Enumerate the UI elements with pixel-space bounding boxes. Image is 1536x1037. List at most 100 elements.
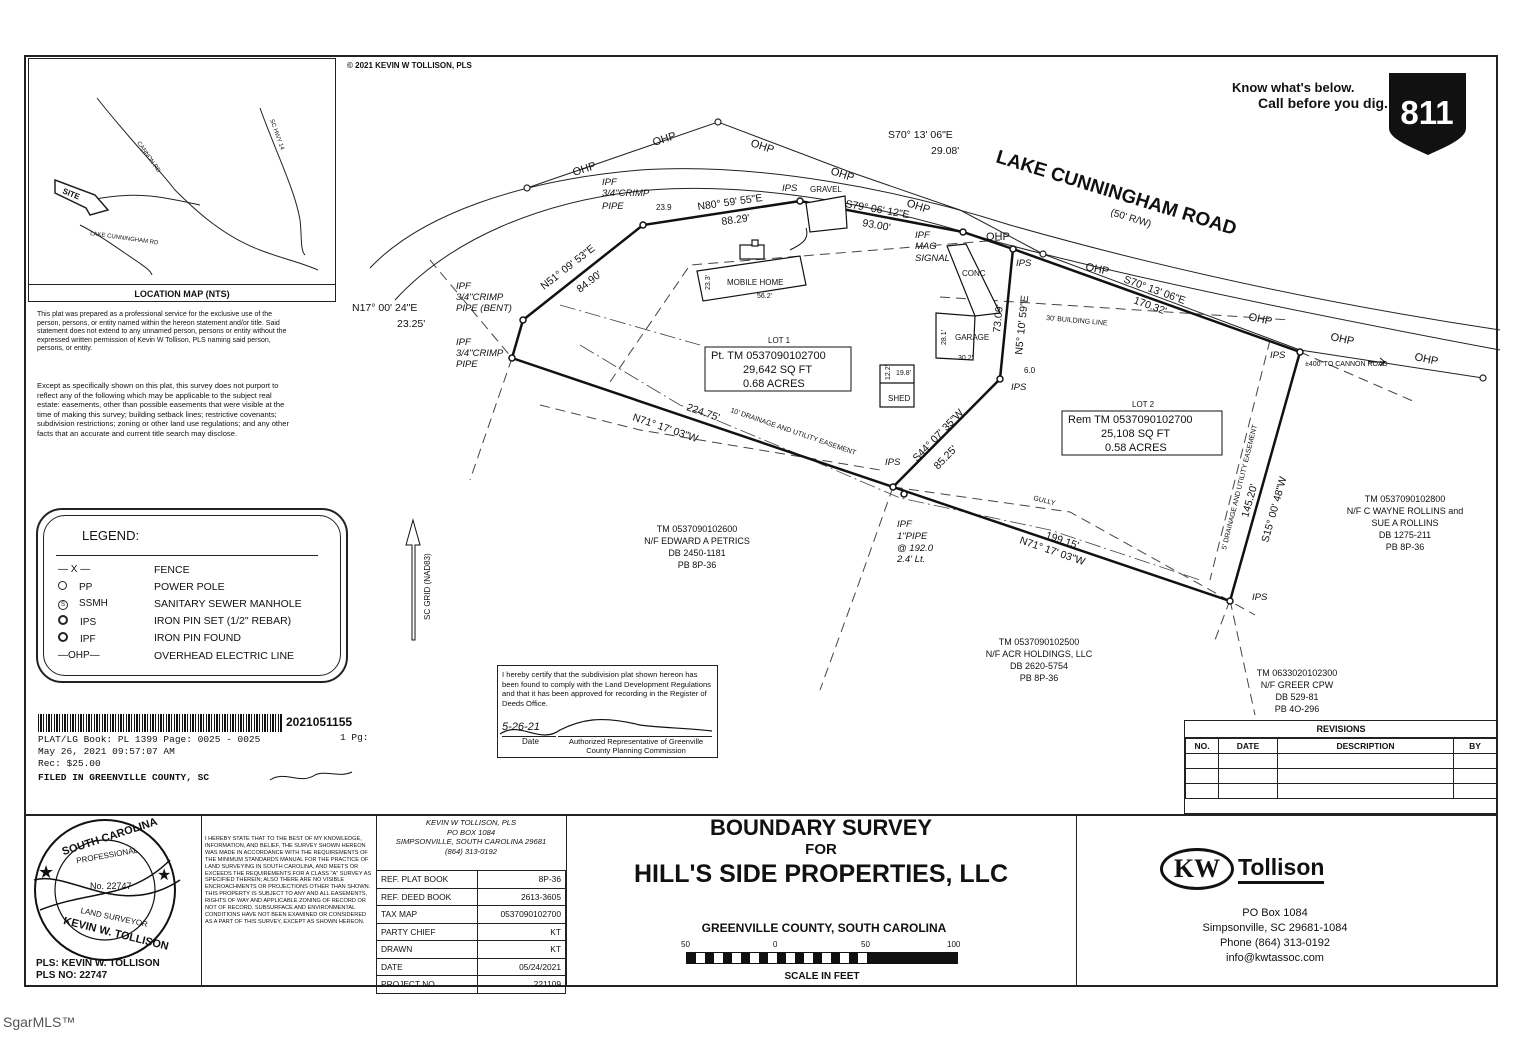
- svg-text:OHP: OHP: [1329, 331, 1355, 348]
- svg-text:88.29': 88.29': [721, 212, 751, 228]
- svg-text:OHP: OHP: [571, 160, 597, 179]
- svg-text:MAG: MAG: [915, 241, 937, 252]
- svg-text:OHP: OHP: [829, 165, 855, 184]
- svg-text:OHP: OHP: [986, 231, 1010, 243]
- svg-text:10' DRAINAGE AND UTILITY EASEM: 10' DRAINAGE AND UTILITY EASEMENT: [729, 407, 857, 457]
- road-lines: [369, 168, 1501, 351]
- recording-book-line: PLAT/LG Book: PL 1399 Page: 0025 - 0025: [38, 734, 261, 745]
- conc-label: CONC: [962, 269, 986, 278]
- copyright: © 2021 KEVIN W TOLLISON, PLS: [347, 61, 473, 70]
- svg-text:PB 8P-36: PB 8P-36: [1386, 542, 1425, 552]
- svg-text:IPS: IPS: [885, 457, 901, 468]
- lot2-tm: Rem TM 0537090102700: [1068, 414, 1193, 426]
- map-road-lake: LAKE CUNNINGHAM RD: [90, 231, 160, 247]
- lot2-sqft: 25,108 SQ FT: [1101, 428, 1170, 440]
- map-road-cannon: CANNON RD: [135, 141, 161, 175]
- svg-text:PIPE (BENT): PIPE (BENT): [456, 303, 512, 314]
- firm-name: Tollison: [1238, 854, 1325, 884]
- recording-fee: Rec: $25.00: [38, 758, 101, 769]
- legend-title: LEGEND:: [82, 528, 140, 543]
- gravel-label: GRAVEL: [810, 185, 842, 194]
- svg-text:N5° 10' 59"E: N5° 10' 59"E: [1013, 295, 1031, 355]
- svg-text:GULLY: GULLY: [1033, 495, 1057, 507]
- svg-text:DB 1275-211: DB 1275-211: [1379, 530, 1431, 540]
- svg-text:DB 529-81: DB 529-81: [1275, 692, 1318, 702]
- site-arrow-icon: [54, 178, 110, 216]
- road-name: LAKE CUNNINGHAM ROAD: [994, 147, 1239, 240]
- call811-line1: Know what's below.: [1232, 80, 1355, 95]
- power-poles: [523, 118, 1487, 382]
- svg-text:OHP: OHP: [1084, 261, 1110, 278]
- legend-row-fence: — X —FENCE: [58, 564, 190, 576]
- svg-text:OHP: OHP: [1413, 351, 1439, 368]
- lot2-acres: 0.58 ACRES: [1105, 442, 1167, 454]
- title-block-top: [26, 814, 1496, 816]
- call811-icon: [1389, 73, 1466, 155]
- svg-text:28.1': 28.1': [941, 330, 948, 345]
- svg-text:224.75': 224.75': [685, 401, 721, 423]
- svg-text:DB 2450-1181: DB 2450-1181: [668, 548, 725, 558]
- svg-text:TM 0537090102500: TM 0537090102500: [999, 637, 1080, 647]
- pin-notes: IPF 3/4"CRIMP PIPE (BENT) IPF 3/4"CRIMP …: [456, 177, 1286, 603]
- recording-pages: 1 Pg:: [340, 732, 369, 743]
- lot1-sqft: 29,642 SQ FT: [743, 364, 812, 376]
- mls-watermark: SgarMLS™: [3, 1014, 76, 1030]
- svg-text:3/4"CRIMP: 3/4"CRIMP: [602, 188, 650, 199]
- svg-text:SIGNAL: SIGNAL: [915, 253, 950, 264]
- recording-time: May 26, 2021 09:57:07 AM: [38, 746, 175, 757]
- svg-text:12.2': 12.2': [885, 365, 892, 380]
- svg-text:N/F EDWARD A PETRICS: N/F EDWARD A PETRICS: [644, 536, 750, 546]
- north-arrow-icon: [405, 518, 421, 641]
- svg-text:3/4"CRIMP: 3/4"CRIMP: [456, 292, 504, 303]
- lot2-label: LOT 2: [1132, 400, 1155, 409]
- svg-text:PIPE: PIPE: [456, 359, 478, 370]
- svg-text:30.2': 30.2': [958, 355, 973, 362]
- grid-label: SC GRID (NAD83): [423, 553, 432, 620]
- pls-name: PLS: KEVIN W. TOLLISON: [36, 958, 160, 969]
- buildings: [696, 195, 1001, 408]
- svg-text:85.25': 85.25': [932, 443, 960, 472]
- scale-label: SCALE IN FEET: [784, 971, 860, 982]
- title-block: BOUNDARY SURVEY FOR HILL'S SIDE PROPERTI…: [566, 815, 1076, 889]
- svg-text:N/F C WAYNE ROLLINS and: N/F C WAYNE ROLLINS and: [1347, 506, 1464, 516]
- title-line1: BOUNDARY SURVEY: [709, 815, 933, 840]
- svg-text:SUE A ROLLINS: SUE A ROLLINS: [1371, 518, 1438, 528]
- title-line2: FOR: [805, 841, 837, 858]
- legend-row-ohp: —OHP—OVERHEAD ELECTRIC LINE: [58, 650, 295, 662]
- svg-text:29.08': 29.08': [931, 145, 959, 157]
- svg-text:23.3': 23.3': [705, 275, 712, 290]
- svg-text:OHP: OHP: [651, 130, 677, 149]
- svg-text:56.2': 56.2': [757, 293, 772, 300]
- lot1-label: LOT 1: [768, 336, 791, 345]
- location-map-title: LOCATION MAP (NTS): [28, 284, 336, 303]
- svg-text:IPF: IPF: [456, 281, 472, 292]
- firm-address: PO Box 1084 Simpsonville, SC 29681-1084 …: [1202, 907, 1348, 964]
- seal-no: No. 22747: [90, 881, 132, 891]
- disclaimer-2: Except as specifically shown on this pla…: [37, 381, 290, 438]
- svg-text:IPS: IPS: [1270, 350, 1286, 361]
- svg-text:93.00': 93.00': [861, 217, 891, 234]
- certification-box: I hereby certify that the subdivision pl…: [497, 665, 718, 758]
- firm-logo: KW: [1160, 848, 1234, 890]
- lot1-acres: 0.68 ACRES: [743, 378, 805, 390]
- call811-number: 811: [1400, 94, 1453, 131]
- title-line3: HILL'S SIDE PROPERTIES, LLC: [633, 860, 1009, 888]
- svg-text:IPS: IPS: [1016, 258, 1032, 269]
- svg-text:N/F ACR HOLDINGS, LLC: N/F ACR HOLDINGS, LLC: [986, 649, 1093, 659]
- mobile-home-label: MOBILE HOME: [727, 278, 783, 287]
- seal-star-left-icon: ★: [38, 862, 55, 882]
- svg-text:IPS: IPS: [1252, 592, 1268, 603]
- svg-text:IPS: IPS: [782, 183, 798, 194]
- svg-text:IPF: IPF: [456, 337, 472, 348]
- call811-line2: Call before you dig.: [1258, 95, 1388, 111]
- svg-text:N17° 00' 24"E: N17° 00' 24"E: [352, 302, 417, 314]
- certification-date: 5-26-21: [502, 721, 540, 733]
- surveyor-address: KEVIN W TOLLISON, PLS PO BOX 1084 SIMPSO…: [395, 818, 547, 856]
- svg-text:84.90': 84.90': [574, 268, 604, 295]
